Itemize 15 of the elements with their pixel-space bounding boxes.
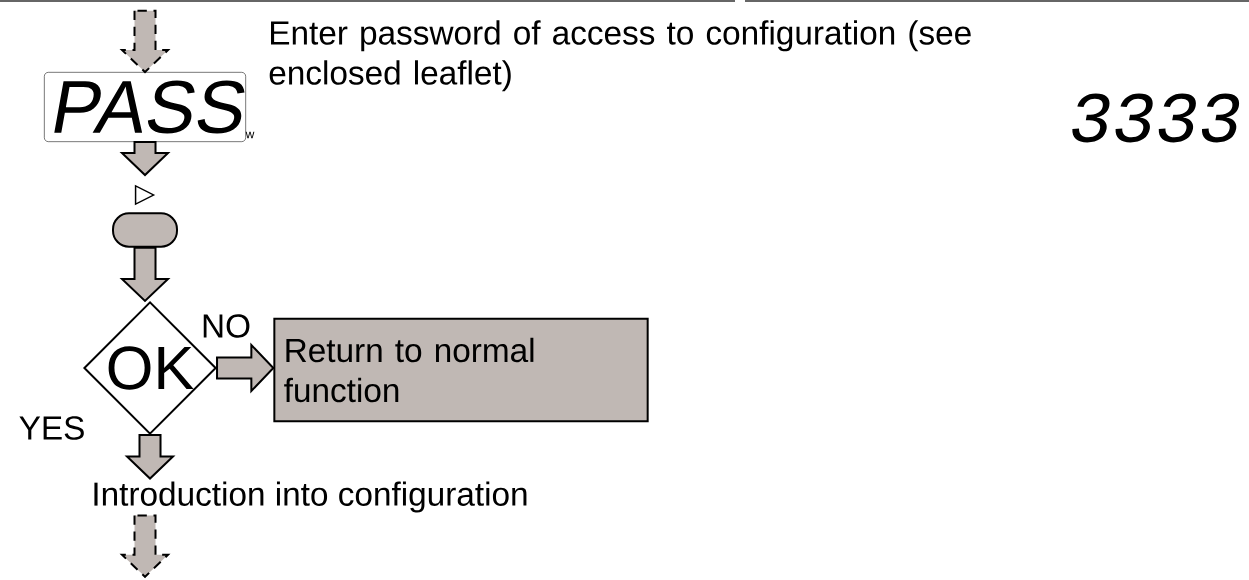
block-arrow: [216, 342, 275, 394]
block-arrow: [124, 434, 176, 480]
push-button: [112, 212, 178, 248]
step-text: Introduction into configuration: [94, 481, 527, 513]
unit-letter: w: [245, 131, 255, 139]
display-box: PASS: [44, 72, 246, 142]
display-digits: 3333: [1072, 93, 1240, 143]
instruction-text: Enter password of access to configuration (see enclosed leaflet): [269, 20, 971, 92]
block-arrow: [119, 140, 171, 177]
block-arrow: [119, 246, 171, 303]
block-arrow: [119, 514, 171, 579]
arrow-symbol: ▷: [134, 184, 156, 206]
edge-label: YES: [19, 416, 84, 440]
block-arrow: [119, 9, 171, 74]
process-box: Return to normal function: [273, 317, 649, 423]
